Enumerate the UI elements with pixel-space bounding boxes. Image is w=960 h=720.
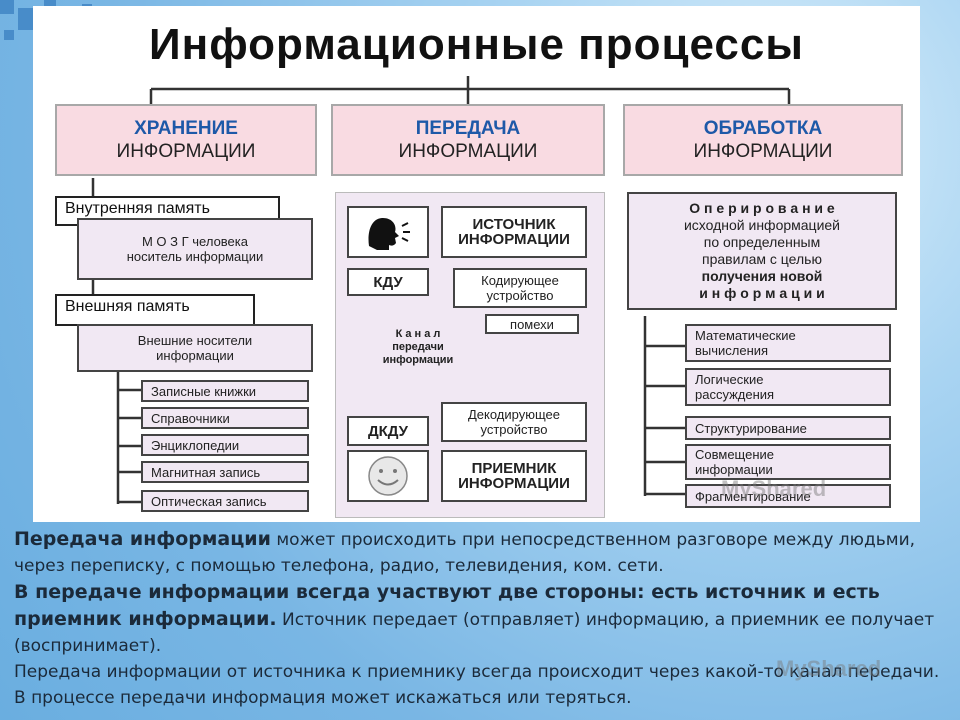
paragraph-2: Источник передает (отправляет) информаци… — [14, 610, 935, 656]
storage-item: Записные книжки — [141, 380, 309, 402]
watermark-bottom: MyShared — [776, 656, 882, 681]
paragraph-1: может происходить при непосредственном р… — [14, 530, 916, 576]
watermark: MyShared — [721, 476, 827, 501]
storage-item: Энциклопедии — [141, 434, 309, 456]
processing-item: Фрагментирование — [685, 484, 891, 508]
storage-item: Магнитная запись — [141, 461, 309, 483]
speaker-icon — [347, 206, 429, 258]
noise-box: помехи — [485, 314, 579, 334]
page-title: Информационные процессы — [149, 20, 804, 69]
storage-item: Справочники — [141, 407, 309, 429]
dkdu-box: ДКДУ — [347, 416, 429, 446]
external-memory-box: Внешняя память — [55, 294, 255, 326]
processing-description: О п е р и р о в а н и е исходной информа… — [627, 192, 897, 310]
storage-item: Оптическая запись — [141, 490, 309, 512]
paragraph-3: Передача информации от источника к прием… — [14, 662, 940, 708]
paragraph-2-emphasis: В передаче информации всегда участвуют д… — [14, 581, 880, 630]
smiley-icon — [347, 450, 429, 502]
paragraph-1-emphasis: Передача информации — [14, 528, 271, 550]
explanation-text: Передача информации может происходить пр… — [14, 526, 944, 711]
processing-item: Структурирование — [685, 416, 891, 440]
kdu-box: КДУ — [347, 268, 429, 296]
